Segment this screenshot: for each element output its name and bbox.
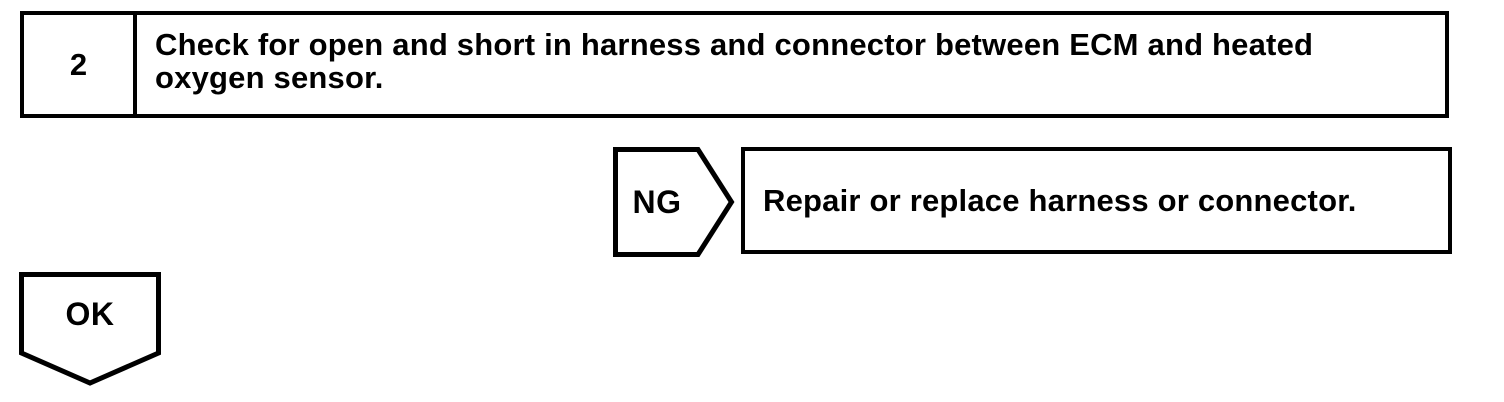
ng-pentagon-icon [613, 147, 735, 257]
ng-result-box: Repair or replace harness or connector. [741, 147, 1452, 254]
ng-pointer-shape [613, 147, 735, 257]
ng-label: NG [632, 183, 682, 220]
ok-pentagon-icon [19, 272, 161, 386]
ok-pointer-shape [19, 272, 161, 386]
step-instruction: Check for open and short in harness and … [155, 27, 1314, 95]
ng-result-text: Repair or replace harness or connector. [763, 182, 1357, 218]
step-number: 2 [24, 15, 137, 114]
ok-label: OK [65, 295, 115, 332]
step-box: 2 Check for open and short in harness an… [20, 11, 1449, 118]
